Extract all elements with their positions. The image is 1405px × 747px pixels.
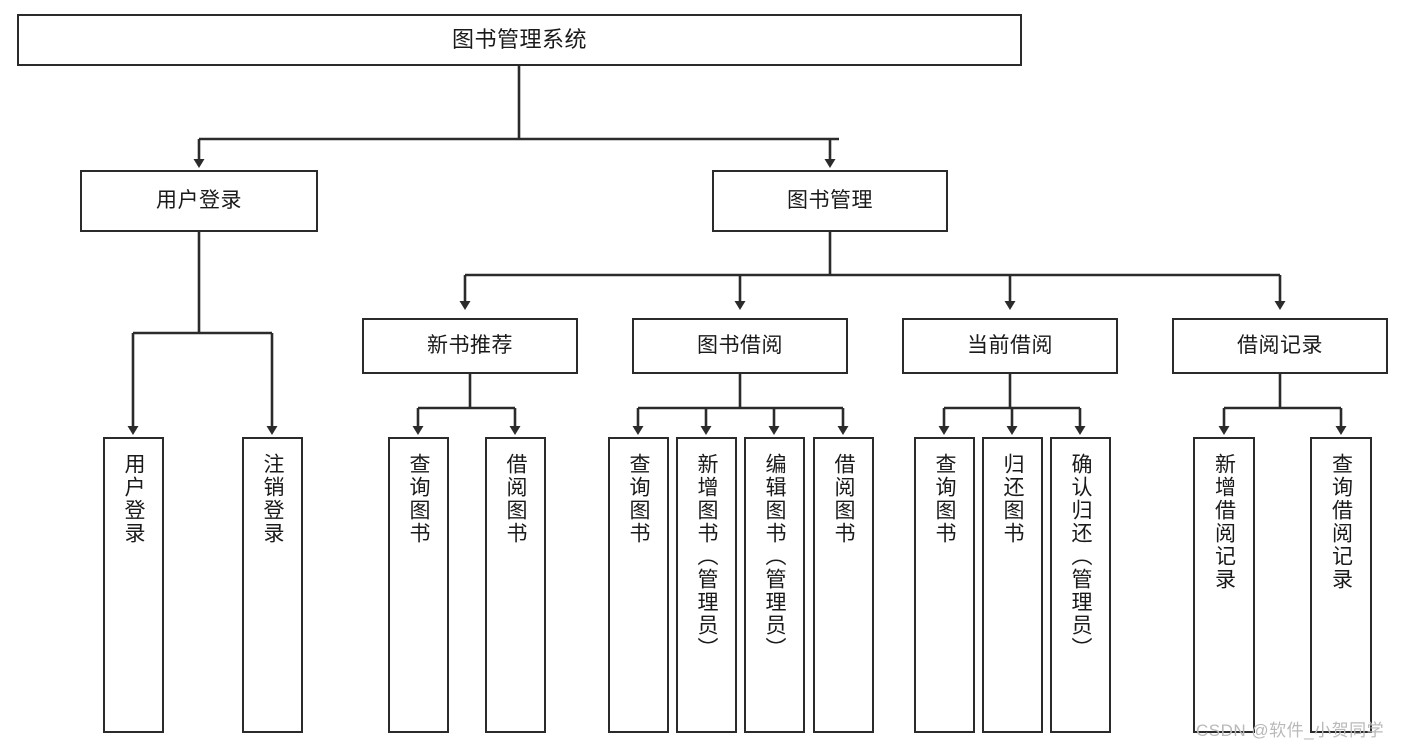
node-label: 归还图书 <box>1001 453 1024 545</box>
leaf-current-return-books[interactable]: 归还图书 <box>982 437 1043 733</box>
node-label: 图书借阅 <box>697 334 783 358</box>
node-book-management-system[interactable]: 图书管理系统 <box>17 14 1022 66</box>
node-label: 查询图书 <box>627 453 650 545</box>
leaf-user-login-logout[interactable]: 注销登录 <box>242 437 303 733</box>
node-book-management[interactable]: 图书管理 <box>712 170 948 232</box>
node-label: 借阅图书 <box>504 453 527 545</box>
leaf-record-add-borrow-record[interactable]: 新增借阅记录 <box>1193 437 1255 733</box>
leaf-current-confirm-return-admin[interactable]: 确认归还（管理员） <box>1050 437 1111 733</box>
leaf-borrow-borrow-books[interactable]: 借阅图书 <box>813 437 874 733</box>
node-label: 注销登录 <box>261 453 284 545</box>
node-label: 图书管理系统 <box>451 26 587 52</box>
node-label: 用户登录 <box>156 189 242 213</box>
node-label: 图书管理 <box>787 189 873 213</box>
leaf-new-book-query-books[interactable]: 查询图书 <box>388 437 449 733</box>
leaf-borrow-add-book-admin[interactable]: 新增图书（管理员） <box>676 437 737 733</box>
node-book-borrowing[interactable]: 图书借阅 <box>632 318 848 374</box>
node-label: 用户登录 <box>122 453 145 545</box>
node-label: 查询图书 <box>933 453 956 545</box>
node-label: 查询借阅记录 <box>1329 453 1353 591</box>
leaf-user-login-login[interactable]: 用户登录 <box>103 437 164 733</box>
node-label: 新书推荐 <box>427 334 513 358</box>
node-label: 新增图书（管理员） <box>695 453 718 660</box>
node-label: 新增借阅记录 <box>1212 453 1236 591</box>
node-user-login[interactable]: 用户登录 <box>80 170 318 232</box>
node-label: 编辑图书（管理员） <box>763 453 786 660</box>
node-new-book-recommendation[interactable]: 新书推荐 <box>362 318 578 374</box>
leaf-borrow-query-books[interactable]: 查询图书 <box>608 437 669 733</box>
node-label: 查询图书 <box>407 453 430 545</box>
watermark-credit: CSDN @软件_小贺同学 <box>1196 721 1385 740</box>
node-current-borrowing[interactable]: 当前借阅 <box>902 318 1118 374</box>
node-borrow-records[interactable]: 借阅记录 <box>1172 318 1388 374</box>
node-label: 借阅记录 <box>1237 334 1323 358</box>
node-label: 借阅图书 <box>832 453 855 545</box>
node-label: 确认归还（管理员） <box>1069 453 1092 660</box>
leaf-current-query-books[interactable]: 查询图书 <box>914 437 975 733</box>
leaf-new-book-borrow-books[interactable]: 借阅图书 <box>485 437 546 733</box>
leaf-record-query-borrow-record[interactable]: 查询借阅记录 <box>1310 437 1372 733</box>
leaf-borrow-edit-book-admin[interactable]: 编辑图书（管理员） <box>744 437 805 733</box>
node-label: 当前借阅 <box>967 334 1053 358</box>
